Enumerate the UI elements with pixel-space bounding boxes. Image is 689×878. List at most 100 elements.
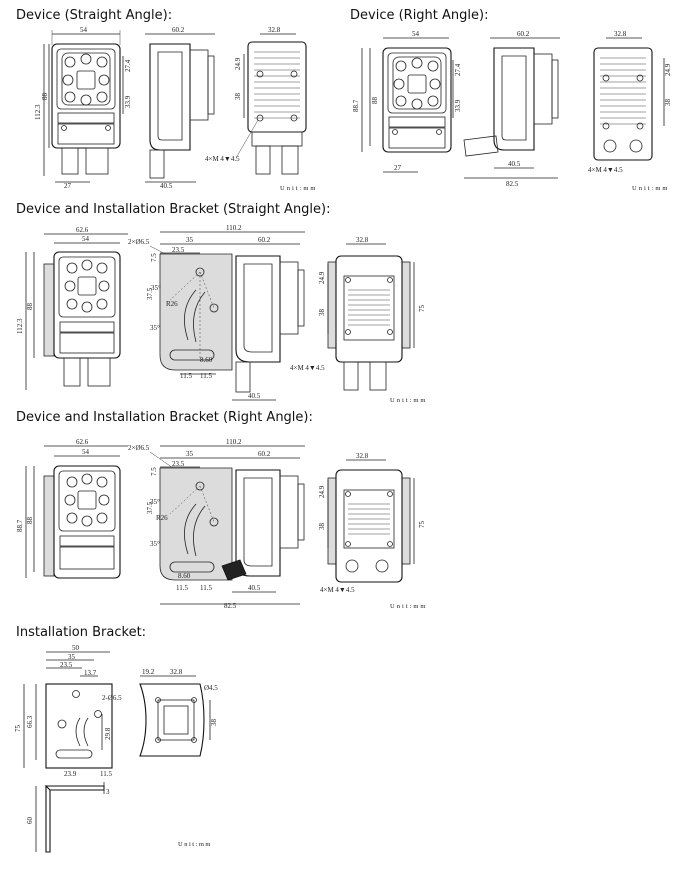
dim-62-6: 62.6	[76, 226, 89, 234]
label-m4-r: 4×M 4▼4.5	[588, 166, 623, 174]
side-view-bracket-right: 110.2 35 23.5 60.2 2×Ø6.5 35° R26 35° 7.…	[128, 438, 305, 610]
dim-60-2-b: 60.2	[258, 236, 271, 244]
bracket-front-view: 50 35 23.5 13.7 2-Ø6.5 75 66.3 29.8 23.9…	[14, 644, 122, 778]
label-35deg-r2: 35°	[150, 540, 160, 548]
dim-23-5: 23.5	[172, 246, 185, 254]
dim-23-9: 23.9	[64, 770, 77, 778]
front-view-right: 54 88.7 88 27.4 33.9 27	[352, 30, 462, 173]
dim-19-2: 19.2	[142, 668, 155, 676]
dim-75-br: 75	[418, 521, 426, 529]
section-title-right: Device (Right Angle):	[350, 8, 489, 23]
dim-88-br: 88	[26, 517, 34, 525]
dim-38-br: 38	[318, 523, 326, 531]
dim-110-2-r: 110.2	[226, 438, 242, 446]
dim-62-6-r: 62.6	[76, 438, 89, 446]
dim-27: 27	[64, 182, 72, 190]
dim-38-bk: 38	[210, 719, 218, 727]
dim-38: 38	[234, 93, 242, 101]
dim-29-8: 29.8	[104, 727, 112, 740]
dim-27-r: 27	[394, 164, 402, 172]
dim-40-5: 40.5	[160, 182, 173, 190]
dim-110-2: 110.2	[226, 224, 242, 232]
section-title-bracket: Installation Bracket:	[16, 625, 147, 640]
section-title-straight: Device (Straight Angle):	[16, 8, 173, 23]
dim-75-b: 75	[418, 305, 426, 313]
label-hole-4-5: Ø4.5	[204, 684, 218, 692]
dim-23-5-br: 23.5	[60, 661, 73, 669]
dim-7-5-r: 7.5	[150, 467, 158, 476]
side-view-bracket-straight: 110.2 35 23.5 60.2 2×Ø6.5 35° R26 35° 7.…	[128, 224, 305, 401]
dim-37-5-r: 37.5	[146, 501, 154, 514]
label-hole-2b: 2-Ø6.5	[102, 694, 122, 702]
dim-3: 3	[106, 788, 110, 796]
dim-32-8-bk: 32.8	[170, 668, 183, 676]
label-hole-2x-r: 2×Ø6.5	[128, 444, 150, 452]
dim-40-5-br: 40.5	[248, 584, 261, 592]
dim-11-5a-r: 11.5	[176, 584, 188, 592]
label-m4: 4×M 4▼4.5	[205, 155, 240, 163]
label-35deg-r: 35°	[150, 498, 160, 506]
dim-60-2: 60.2	[172, 26, 185, 34]
unit-label-3: Unit:mm	[390, 397, 427, 404]
dim-88-7: 88.7	[352, 99, 360, 112]
top-view-bracket-right: 32.8 24.9 38 75 4×M 4▼4.5 Unit:mm	[318, 452, 427, 610]
label-m4-br: 4×M 4▼4.5	[320, 586, 355, 594]
dim-60-2-br: 60.2	[258, 450, 271, 458]
dim-54-br: 54	[82, 448, 90, 456]
section-title-bracket-right: Device and Installation Bracket (Right A…	[16, 410, 313, 425]
dim-75-bk: 75	[14, 725, 22, 733]
dim-88-b: 88	[26, 303, 34, 311]
dim-54: 54	[80, 26, 88, 34]
dim-11-5a: 11.5	[180, 372, 192, 380]
dim-11-5b-r: 11.5	[200, 584, 212, 592]
dim-24-9-r: 24.9	[664, 63, 672, 76]
dim-7-5: 7.5	[150, 253, 158, 262]
dim-82-5: 82.5	[506, 180, 519, 188]
front-view-bracket-right: 62.6 54 88.7 88	[16, 438, 128, 579]
unit-label-4: Unit:mm	[390, 603, 427, 610]
dim-27-4: 27.4	[124, 59, 132, 72]
dim-54-b: 54	[82, 235, 90, 243]
dim-35-r: 35	[186, 450, 194, 458]
dim-32-8-r: 32.8	[614, 30, 627, 38]
section-title-bracket-straight: Device and Installation Bracket (Straigh…	[16, 202, 331, 217]
label-35deg: 35°	[151, 284, 161, 292]
dim-24-9-br: 24.9	[318, 485, 326, 498]
side-view-straight: 60.2 40.5	[145, 26, 215, 190]
dim-40-5-b: 40.5	[248, 392, 261, 400]
dim-40-5-r: 40.5	[508, 160, 521, 168]
top-view-straight: 32.8 24.9 38 4×M 4▼4.5 Unit:mm	[205, 26, 315, 192]
bracket-side-view: 19.2 32.8 Ø4.5 38	[139, 668, 218, 757]
top-view-bracket-straight: 32.8 24.9 38 75 4×M 4▼4.5 Unit:mm	[290, 236, 427, 404]
dim-37-5: 37.5	[146, 287, 154, 300]
label-r26-r: R26	[156, 514, 168, 522]
dim-35: 35	[186, 236, 194, 244]
unit-label-2: Unit:mm	[632, 185, 669, 192]
dim-60-2-r: 60.2	[517, 30, 530, 38]
top-view-right: 32.8 24.9 38 4×M 4▼4.5 Unit:mm	[588, 30, 672, 192]
label-35deg-2: 35°	[150, 324, 160, 332]
dim-82-5-b: 82.5	[224, 602, 237, 610]
dim-112-3: 112.3	[34, 104, 42, 120]
dim-13-7: 13.7	[84, 669, 97, 677]
dim-66-3: 66.3	[26, 715, 34, 728]
dim-32-8-b: 32.8	[356, 236, 369, 244]
dim-35-br: 35	[68, 653, 76, 661]
dim-23-5-r: 23.5	[172, 460, 185, 468]
dim-24-9: 24.9	[234, 57, 242, 70]
label-hole-2x: 2×Ø6.5	[128, 238, 150, 246]
dim-38-r: 38	[664, 99, 672, 107]
front-view-straight: 54 112.3 88 27.4 33.9 27	[34, 26, 132, 190]
dim-8-60-r: 8.60	[178, 572, 191, 580]
dim-60: 60	[26, 817, 34, 825]
label-r26: R26	[166, 300, 178, 308]
dim-27-4-r: 27.4	[454, 63, 462, 76]
unit-label-5: Unit:mm	[178, 841, 212, 848]
bracket-profile-view: 3 60	[26, 782, 110, 853]
dim-11-5b: 11.5	[200, 372, 212, 380]
side-view-right: 60.2 40.5 82.5	[463, 30, 560, 188]
dim-88-7-b: 88.7	[16, 519, 24, 532]
dim-33-9-r: 33.9	[454, 99, 462, 112]
dim-112-3-b: 112.3	[16, 318, 24, 334]
